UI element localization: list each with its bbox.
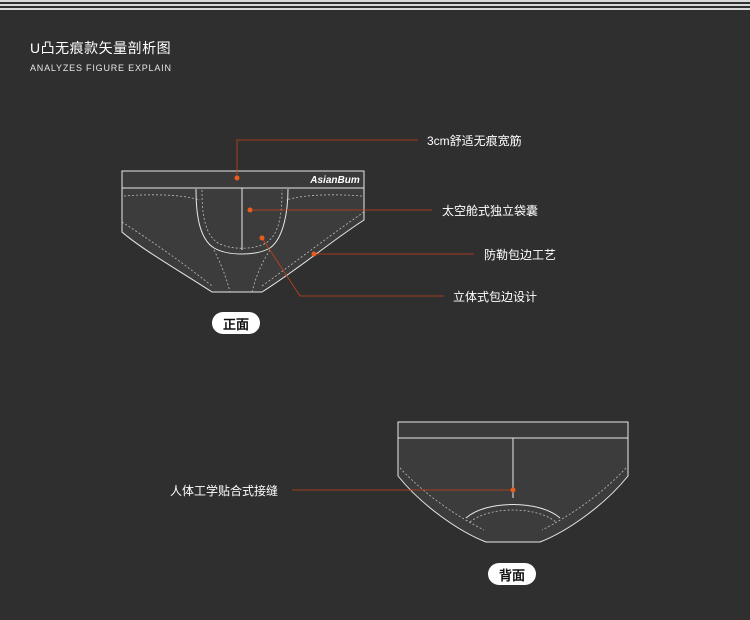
front-view-badge: 正面 xyxy=(212,312,260,334)
callout-dot-pouch xyxy=(247,207,253,213)
back-view-garment xyxy=(397,421,629,543)
front-view-garment: AsianBum xyxy=(121,170,365,293)
front-side-seam-left xyxy=(123,194,201,201)
callout-dot-ergonomic-seam xyxy=(510,487,516,493)
front-body xyxy=(121,187,365,293)
header: U凸无痕款矢量剖析图 ANALYZES FIGURE EXPLAIN xyxy=(30,38,172,73)
back-crotch-stitch xyxy=(469,509,557,523)
back-waistband xyxy=(397,421,629,439)
front-left-leg-stitch xyxy=(121,221,213,287)
callout-label-3d-binding: 立体式包边设计 xyxy=(453,290,538,304)
back-callouts xyxy=(292,487,516,493)
callout-dot-3d-binding xyxy=(259,235,265,241)
front-side-seam-right xyxy=(285,194,363,201)
callout-dot-leg-binding xyxy=(311,251,317,257)
back-crotch-seam xyxy=(465,504,561,519)
callout-label-ergonomic-seam: 人体工学贴合式接缝 xyxy=(170,484,279,498)
front-callouts xyxy=(234,139,474,297)
page-subtitle: ANALYZES FIGURE EXPLAIN xyxy=(30,63,172,73)
front-pouch xyxy=(195,188,289,255)
front-pouch-stitch xyxy=(201,189,283,249)
callout-dot-waistband xyxy=(234,175,240,181)
waistband-logo: AsianBum xyxy=(309,175,360,186)
back-view-badge: 背面 xyxy=(488,563,536,585)
back-right-leg-stitch xyxy=(541,467,627,531)
front-crotch-panel xyxy=(213,249,271,293)
back-left-leg-stitch xyxy=(399,467,485,531)
callout-label-pouch: 太空舱式独立袋囊 xyxy=(442,204,539,218)
callout-label-waistband: 3cm舒适无痕宽筋 xyxy=(427,134,522,148)
top-stripe-band xyxy=(0,0,750,10)
callout-label-leg-binding: 防勒包边工艺 xyxy=(484,248,557,262)
front-right-leg-stitch xyxy=(261,211,365,287)
page-title: U凸无痕款矢量剖析图 xyxy=(30,40,172,56)
